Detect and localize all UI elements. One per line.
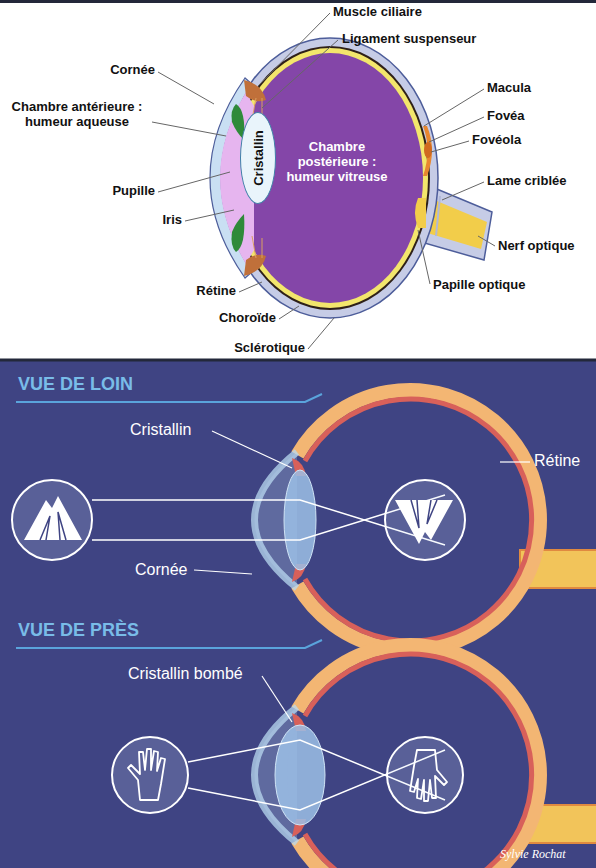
eye-section (252, 236, 256, 258)
eye-section (262, 238, 263, 258)
hand-image (387, 737, 463, 813)
eye-section (210, 38, 492, 318)
mountain-image (385, 480, 465, 560)
far-vision-eye (297, 390, 540, 650)
leader-line (442, 182, 484, 200)
top-panel-ground (0, 0, 596, 360)
mountain-image (385, 480, 465, 560)
hand-object (112, 737, 188, 813)
eye-section (423, 126, 432, 176)
near-vision-eye (255, 645, 596, 868)
part-label: Rétine (534, 452, 580, 470)
eye-section (244, 255, 266, 276)
part-label: Chambre antérieure : humeur aqueuse (2, 100, 152, 130)
mountain-object (24, 496, 82, 540)
hand-object (112, 737, 188, 813)
far-vision-eye (284, 470, 316, 570)
leader-line (279, 306, 299, 319)
panel-title: VUE DE LOIN (18, 374, 133, 395)
part-label: Cristallin bombé (128, 665, 243, 683)
part-label: Choroïde (219, 311, 276, 326)
near-vision-eye (305, 654, 532, 868)
near-vision-eye (297, 645, 540, 868)
leader-line (262, 676, 292, 722)
part-label: Fovéola (472, 133, 521, 148)
eye-section (230, 46, 430, 310)
mountain-object (12, 480, 92, 560)
hand-image (410, 750, 447, 801)
eye-section (244, 80, 266, 101)
far-vision-eye (255, 390, 596, 650)
eye-section (237, 53, 423, 303)
eye-section (232, 214, 245, 252)
part-label: Fovéa (487, 109, 525, 124)
signature: Sylvie Rochat (500, 848, 566, 862)
part-label: Iris (162, 213, 182, 228)
mountain-image (395, 500, 453, 544)
top-panel-ground (0, 0, 596, 3)
leader-line (212, 431, 292, 468)
leader-line (152, 122, 226, 136)
leader-line (262, 40, 338, 108)
leader-line (194, 431, 530, 722)
top-panel-ground (0, 0, 596, 360)
leader-line (158, 172, 230, 192)
part-label: Cornée (135, 561, 187, 579)
part-label: Ligament suspenseur (342, 32, 476, 47)
part-label: Cristallin (130, 421, 191, 439)
eye-section (232, 48, 428, 308)
part-label: Sclérotique (234, 341, 305, 356)
bottom-panel-ground (16, 394, 322, 402)
leader-line (185, 210, 234, 221)
mountain-image (395, 500, 453, 544)
hand-image (387, 737, 463, 813)
leader-line (431, 141, 469, 152)
leader-line (194, 570, 252, 574)
bottom-panel-ground (0, 359, 596, 362)
part-label: Cornée (110, 63, 155, 78)
hand-image (410, 750, 447, 801)
mountain-object (12, 480, 92, 560)
leader-line (308, 318, 334, 349)
leader-line (478, 236, 495, 246)
leader-line (152, 13, 495, 349)
part-label: Lame criblée (487, 174, 567, 189)
panel-title: VUE DE PRÈS (18, 620, 139, 641)
far-vision-eye (305, 399, 532, 641)
bottom-panel-ground (16, 640, 322, 648)
eye-section (222, 38, 438, 318)
part-label: Rétine (196, 284, 236, 299)
part-label: Papille optique (433, 278, 525, 293)
mountain-image (411, 500, 437, 528)
part-label: Nerf optique (498, 239, 575, 254)
lens-ellipse: Cristallin (240, 112, 276, 204)
lens-label: Cristallin (251, 130, 266, 186)
mountain-object (40, 512, 66, 540)
part-label: Pupille (112, 184, 155, 199)
hand-object (128, 749, 165, 800)
leader-line (239, 282, 262, 292)
leader-line (158, 72, 214, 104)
leader-line (258, 13, 330, 86)
leader-line (500, 461, 530, 462)
eye-section (424, 142, 432, 158)
part-label: Muscle ciliaire (333, 5, 422, 20)
eye-section (415, 198, 426, 228)
leader-line (424, 89, 484, 126)
chamber-label: Chambre postérieure : humeur vitreuse (278, 140, 396, 185)
leader-line (418, 230, 430, 284)
part-label: Macula (487, 81, 531, 96)
